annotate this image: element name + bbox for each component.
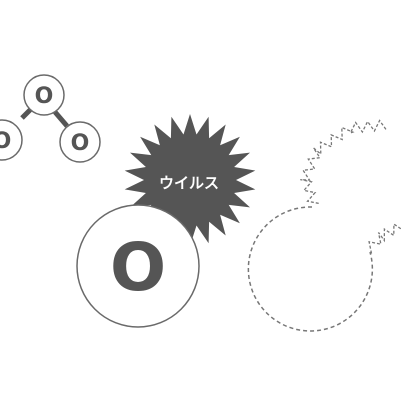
molecule-bond (53, 110, 69, 128)
molecule-chain: O O O (0, 74, 101, 163)
big-atom-circle (76, 204, 200, 328)
virus-label: ウイルス (159, 174, 219, 192)
big-atom-label: O (110, 229, 166, 306)
zigzag-spring (368, 222, 401, 254)
molecule-atom-label: O (0, 129, 11, 154)
molecule-atom (23, 74, 65, 116)
zigzag-spring (300, 119, 387, 205)
dashed-cell (247, 119, 401, 332)
big-atom: O (76, 204, 200, 328)
molecule-atom (0, 119, 23, 161)
molecule-atom-label: O (71, 131, 90, 156)
molecule-atom-label: O (35, 84, 54, 109)
molecule-atom (59, 121, 101, 163)
dashed-cell-outline (247, 206, 374, 332)
